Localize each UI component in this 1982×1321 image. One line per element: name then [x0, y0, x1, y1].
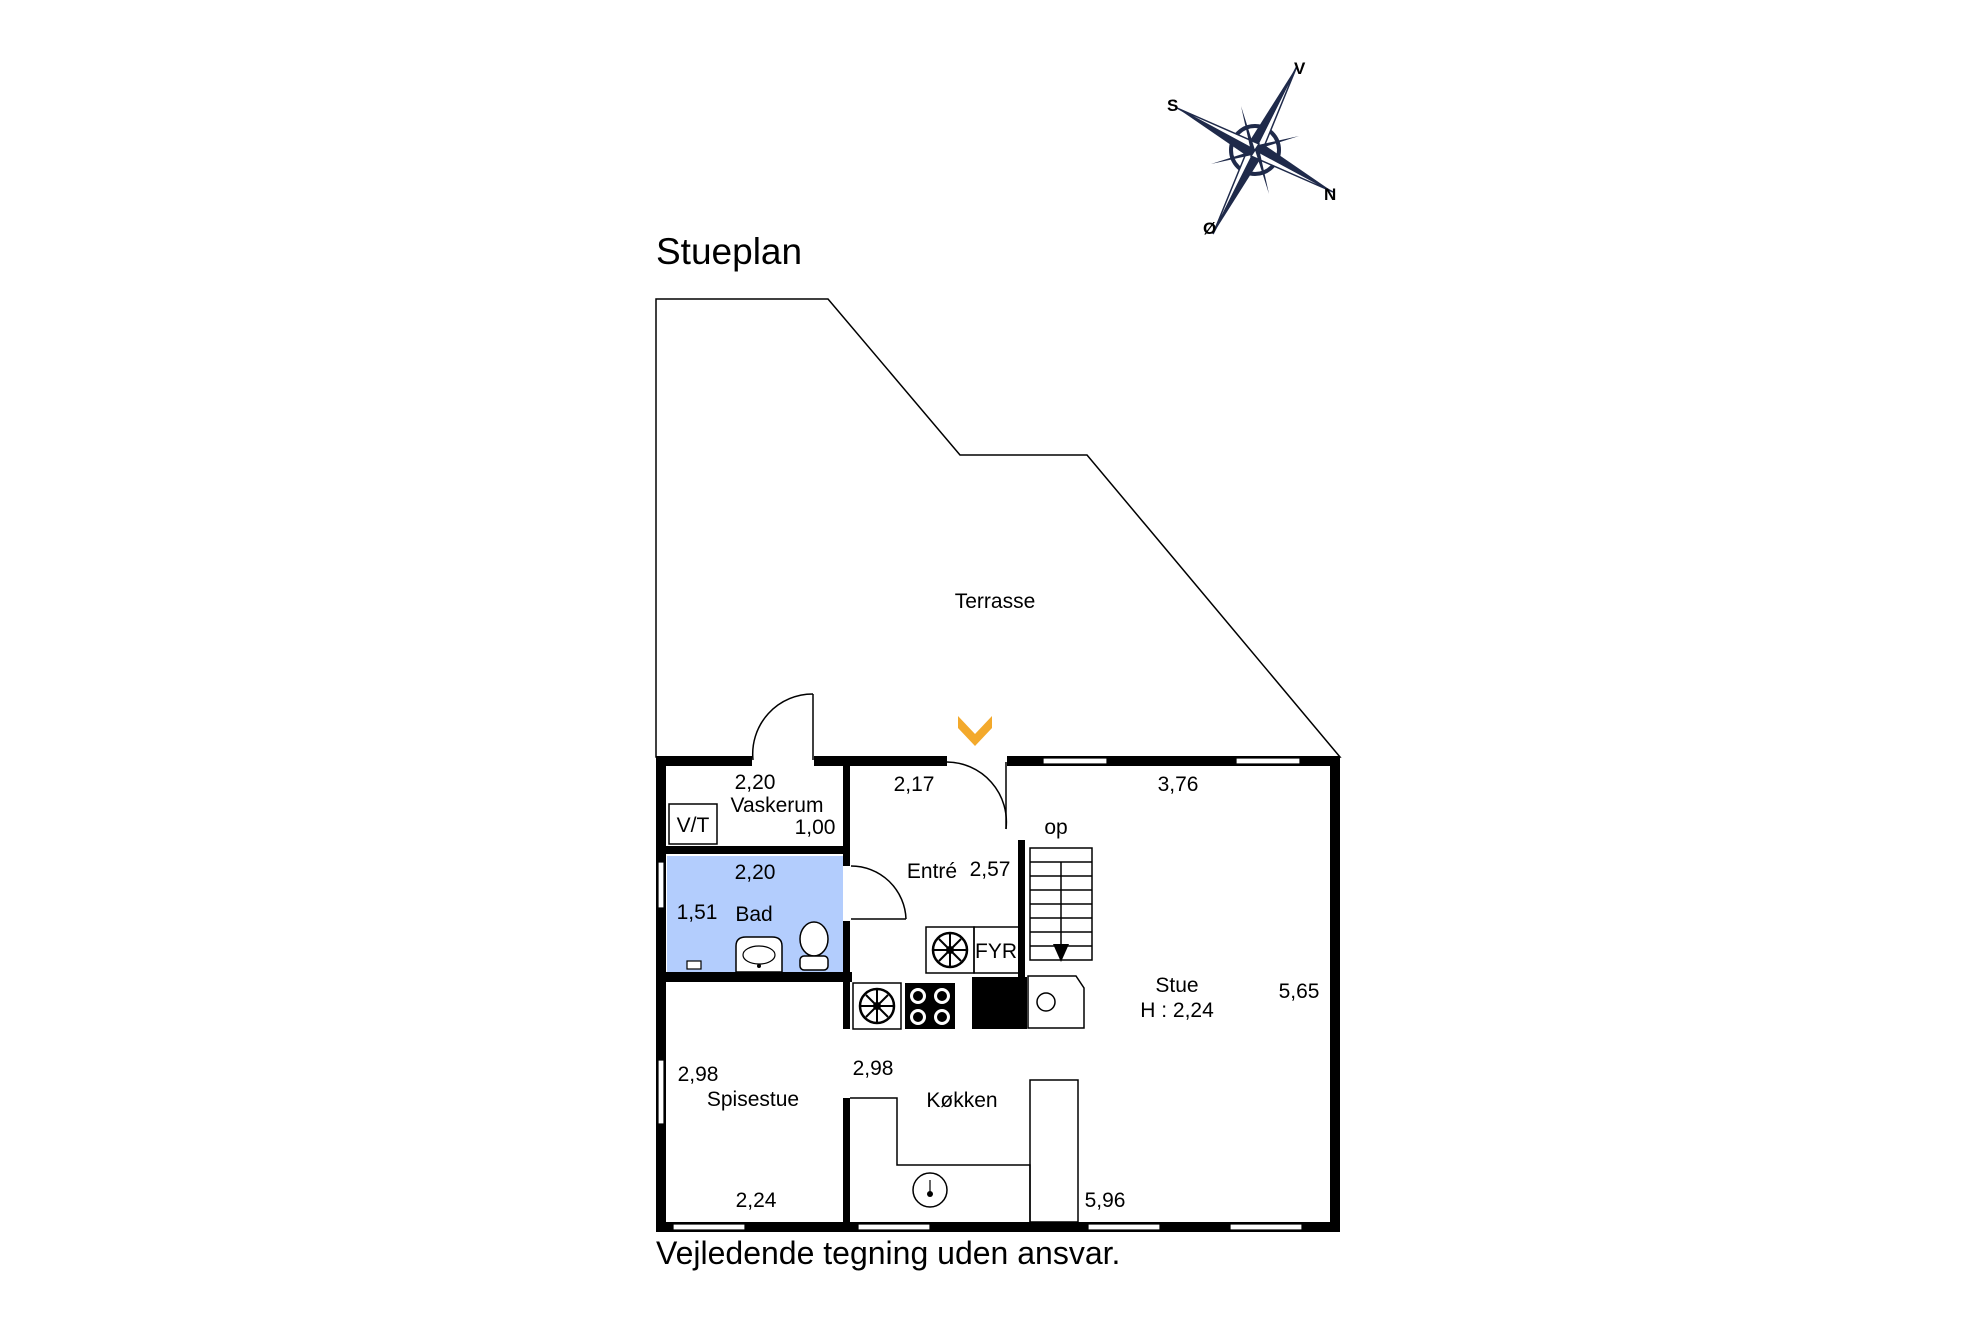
wood-stove [1027, 975, 1085, 1029]
plan-title: Stueplan [656, 231, 802, 272]
kitchen-name-label: Køkken [926, 1089, 997, 1112]
terrace-label: Terrasse [955, 590, 1036, 613]
bathroom-fixtures [686, 921, 829, 973]
laundry-door [751, 693, 814, 761]
entrance-depth-label: 2,57 [970, 858, 1011, 881]
living-depth-label: 5,65 [1279, 980, 1320, 1003]
windows [657, 757, 1303, 1231]
terrace-outline [655, 298, 1342, 758]
bathroom-depth-label: 1,51 [677, 901, 718, 924]
entrance-name-label: Entré [907, 860, 957, 883]
laundry-width-label: 2,20 [735, 771, 776, 794]
compass-west-label: V [1294, 59, 1306, 78]
laundry-vt-label: V/T [677, 814, 710, 837]
laundry-vt-box [668, 803, 718, 845]
kitchen-counter [850, 1079, 1079, 1223]
dining-depth-label: 2,98 [678, 1063, 719, 1086]
living-width-label: 3,76 [1158, 773, 1199, 796]
living-name-label: Stue [1155, 974, 1198, 997]
kitchen-depth-label: 2,98 [853, 1057, 894, 1080]
interior-walls [666, 766, 1027, 1222]
entrance-door [946, 761, 1008, 830]
laundry-depth-label: 1,00 [795, 816, 836, 839]
laundry-name-label: Vaskerum [731, 794, 824, 817]
kitchen-appliances [852, 982, 955, 1030]
bathroom-door [850, 865, 907, 920]
kitchen-width-label: 5,96 [1085, 1189, 1126, 1212]
entrance-arrow-icon [958, 716, 992, 746]
staircase [1029, 847, 1093, 962]
bathroom-width-label: 2,20 [735, 861, 776, 884]
boiler-unit [925, 926, 1021, 974]
boiler-label: FYR [975, 940, 1017, 963]
entrance-width-label: 2,17 [894, 773, 935, 796]
compass-south-label: S [1167, 96, 1178, 115]
bathroom-name-label: Bad [735, 903, 772, 926]
disclaimer-footer: Vejledende tegning uden ansvar. [656, 1235, 1120, 1271]
stairs-label: op [1044, 816, 1067, 839]
dining-width-label: 2,24 [736, 1189, 777, 1212]
compass-rose-icon: V S N Ø [1167, 59, 1336, 238]
compass-north-label: N [1324, 185, 1336, 204]
dining-name-label: Spisestue [707, 1088, 799, 1111]
compass-east-label: Ø [1203, 219, 1216, 238]
living-height-label: H : 2,24 [1140, 999, 1214, 1022]
